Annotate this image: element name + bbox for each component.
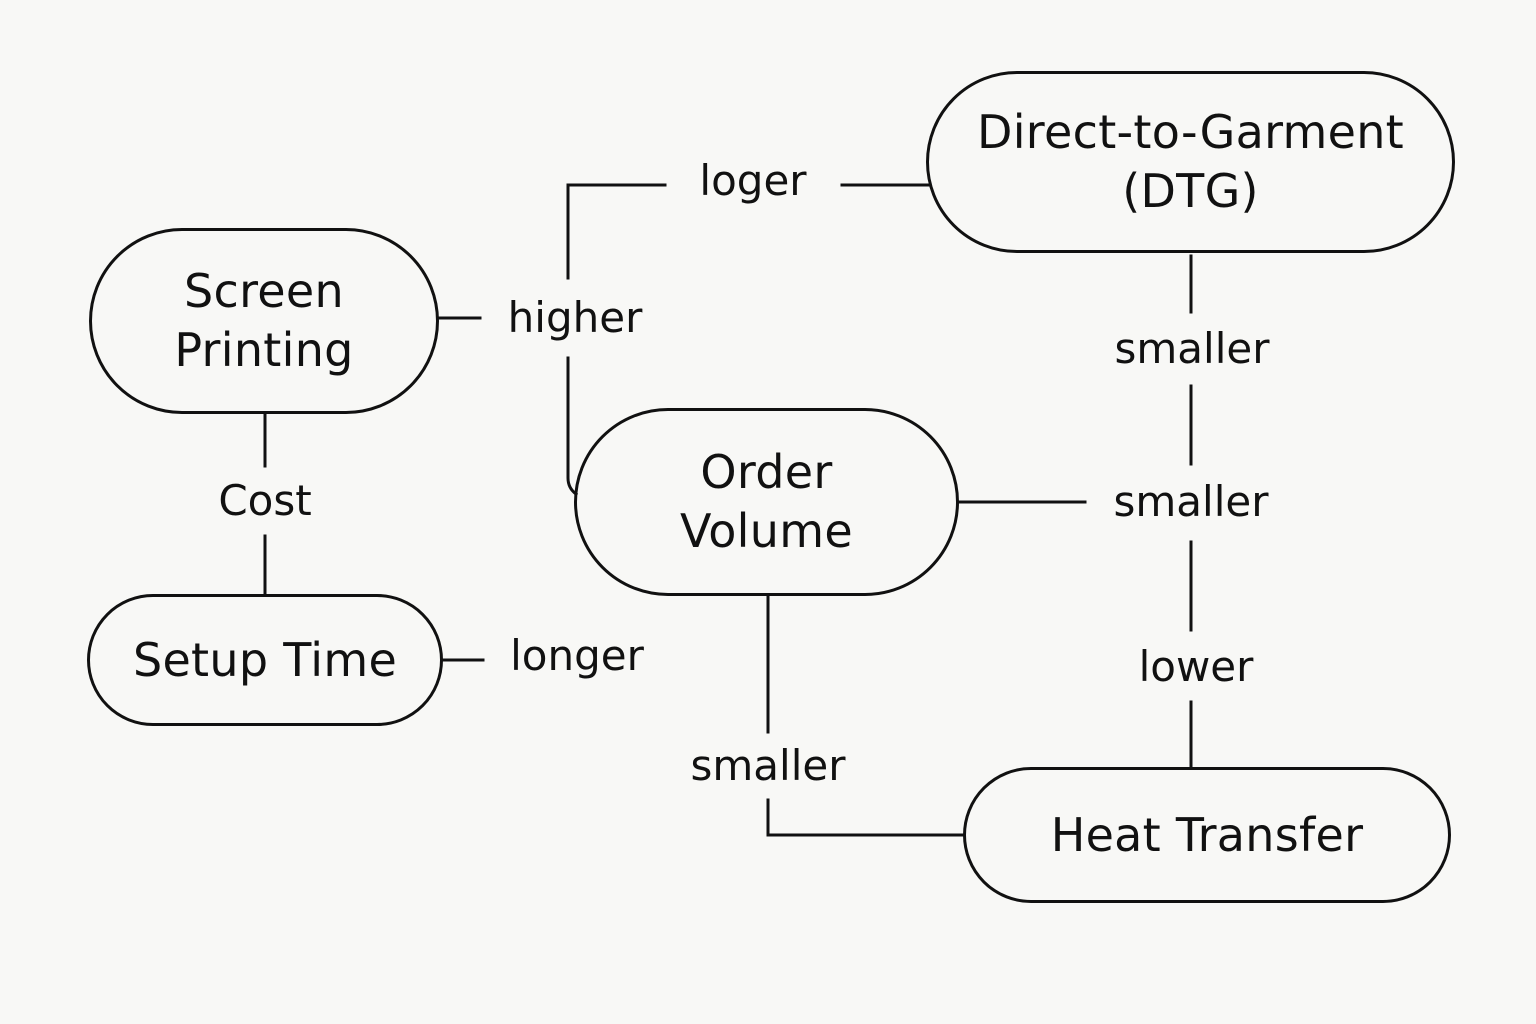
node-label-heat-transfer: Heat Transfer	[1050, 807, 1364, 862]
node-label-dtg: Direct-to-Garment (DTG)	[977, 105, 1404, 218]
edge-label-cost: Cost	[214, 480, 316, 522]
node-label-setup-time: Setup Time	[132, 632, 398, 687]
edge-label-smaller-order-volume: smaller	[1109, 481, 1273, 523]
edge-label-longer: longer	[506, 635, 648, 677]
connector-smaller-to-heat-transfer	[766, 798, 965, 837]
connector-higher-to-loger	[566, 183, 667, 280]
node-heat-transfer: Heat Transfer	[963, 767, 1451, 903]
edge-label-higher: higher	[503, 297, 647, 339]
edge-label-lower: lower	[1134, 646, 1258, 688]
connector-higher-to-order-volume	[566, 356, 579, 497]
node-label-order-volume: Order Volume	[680, 445, 853, 558]
node-label-screen-printing: Screen Printing	[174, 264, 354, 377]
edge-label-smaller-dtg: smaller	[1110, 328, 1274, 370]
node-screen-printing: Screen Printing	[89, 228, 439, 414]
node-dtg: Direct-to-Garment (DTG)	[926, 71, 1455, 253]
edge-label-smaller-heat-transfer: smaller	[686, 745, 850, 787]
edge-label-loger: loger	[695, 160, 811, 202]
node-setup-time: Setup Time	[87, 594, 443, 726]
node-order-volume: Order Volume	[574, 408, 959, 596]
